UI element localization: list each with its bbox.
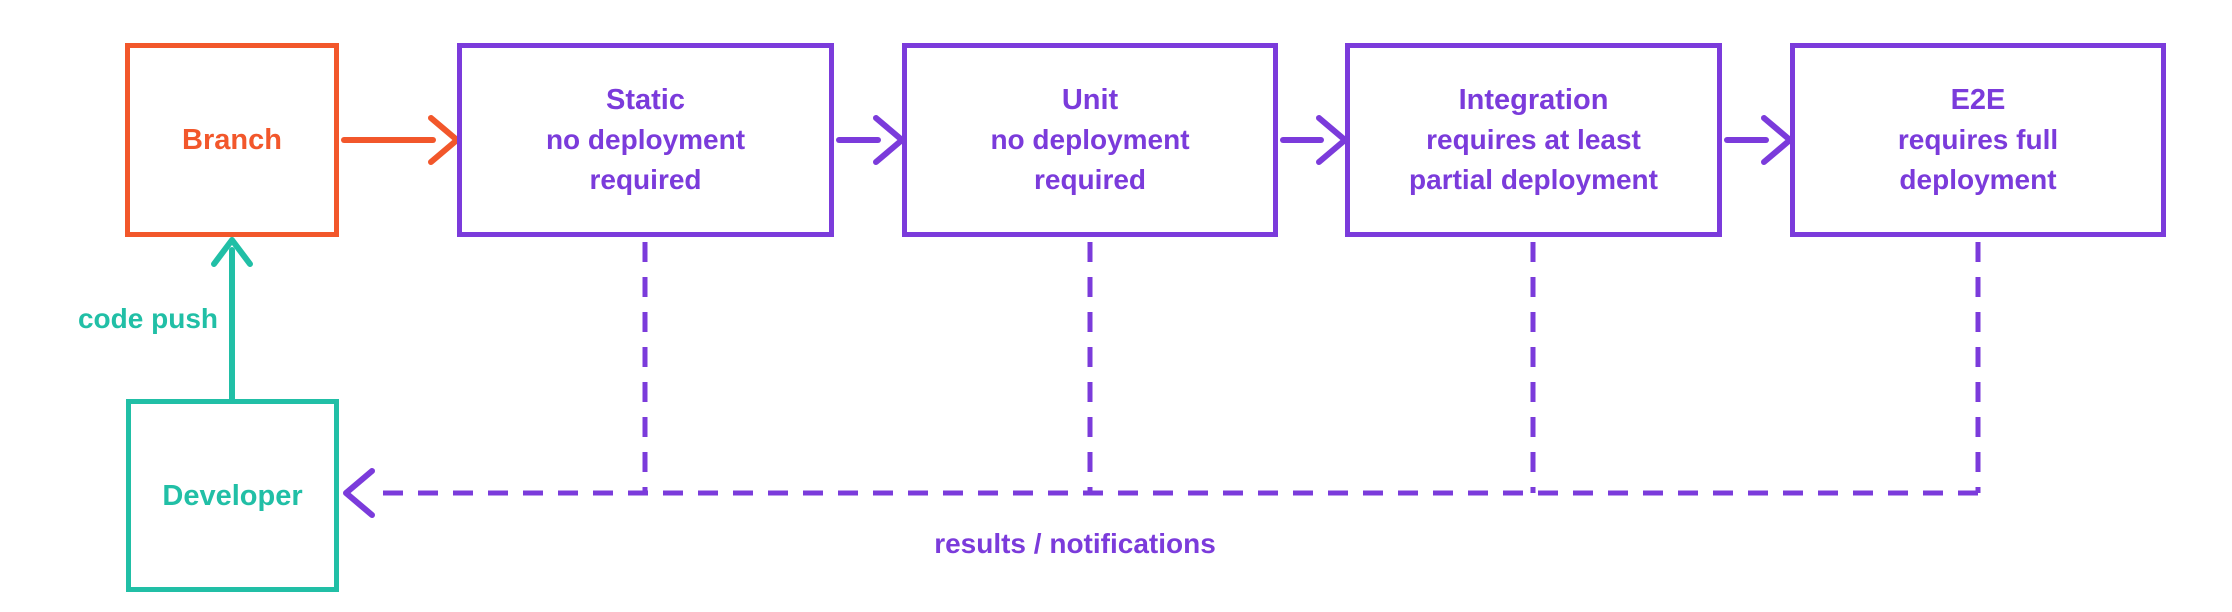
arrowhead-integration-to-e2e-icon bbox=[1761, 115, 1793, 165]
node-static-title: Static bbox=[606, 84, 685, 116]
node-e2e-title: E2E bbox=[1950, 84, 2006, 116]
node-developer: Developer bbox=[126, 399, 339, 592]
node-static-subtitle: no deployment required bbox=[545, 124, 746, 195]
node-integration-title: Integration bbox=[1458, 84, 1609, 116]
node-e2e-subtitle: requires full deployment bbox=[1897, 124, 2059, 195]
arrowhead-developer-to-branch-icon bbox=[211, 237, 253, 267]
code-push-label: code push bbox=[77, 303, 218, 334]
results-notifications-label: results / notifications bbox=[934, 528, 1216, 559]
node-unit-subtitle: no deployment required bbox=[990, 124, 1190, 195]
node-developer-label: Developer bbox=[162, 479, 303, 512]
node-integration: Integration requires at least partial de… bbox=[1345, 43, 1722, 237]
arrowhead-unit-to-integration-icon bbox=[1316, 115, 1348, 165]
node-branch-label: Branch bbox=[182, 124, 282, 156]
node-branch: Branch bbox=[125, 43, 339, 237]
arrowhead-static-to-unit-icon bbox=[873, 115, 905, 165]
node-unit-title: Unit bbox=[1061, 84, 1119, 116]
arrowhead-results-to-developer-icon bbox=[343, 468, 375, 518]
arrowhead-branch-to-static-icon bbox=[428, 115, 460, 165]
node-unit: Unit no deployment required bbox=[902, 43, 1278, 237]
node-static: Static no deployment required bbox=[457, 43, 834, 237]
node-integration-subtitle: requires at least partial deployment bbox=[1409, 124, 1658, 195]
node-e2e: E2E requires full deployment bbox=[1790, 43, 2166, 237]
